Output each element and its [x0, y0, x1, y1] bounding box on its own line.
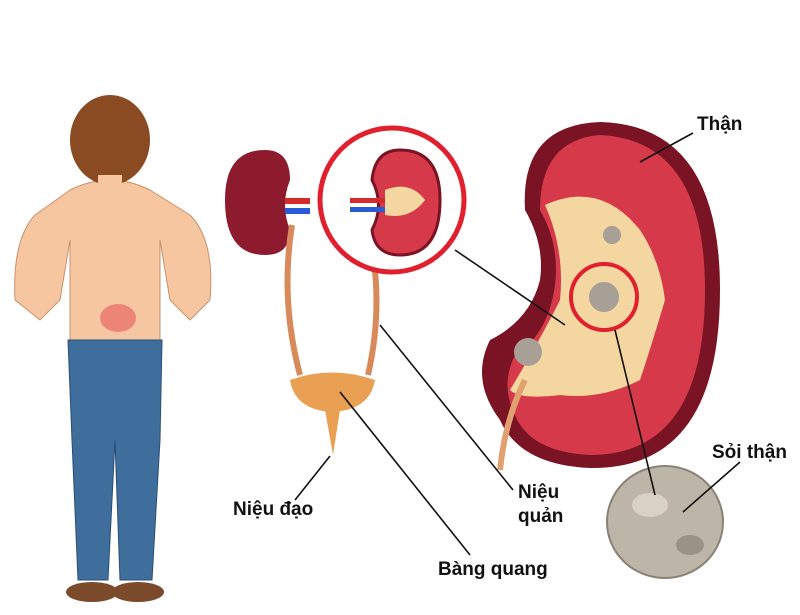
person-figure — [14, 95, 212, 602]
renal-pelvis — [510, 196, 665, 397]
highlight-circle-stone — [569, 262, 639, 332]
label-kidney: Thận — [697, 114, 743, 135]
label-ureter-line2: quản — [518, 506, 564, 527]
urethra — [325, 410, 340, 455]
label-bladder: Bàng quang — [438, 559, 548, 580]
ureter-left — [284, 224, 303, 376]
label-urethra: Niệu đạo — [233, 499, 314, 520]
leader-lines — [294, 132, 741, 556]
hair — [70, 95, 150, 185]
bladder — [290, 372, 375, 412]
stone-small — [514, 338, 542, 366]
right-shoe — [112, 582, 164, 602]
stone-highlighted — [589, 282, 619, 312]
label-ureter-line1: Niệu — [518, 482, 560, 503]
jeans — [67, 339, 163, 581]
label-kidney-stone: Sỏi thận — [712, 442, 787, 463]
left-shoe — [66, 582, 118, 602]
kidney-stone-large — [606, 465, 724, 579]
pain-area — [100, 304, 136, 332]
kidney-large-section — [482, 122, 720, 471]
kidney-small-left — [225, 150, 290, 255]
